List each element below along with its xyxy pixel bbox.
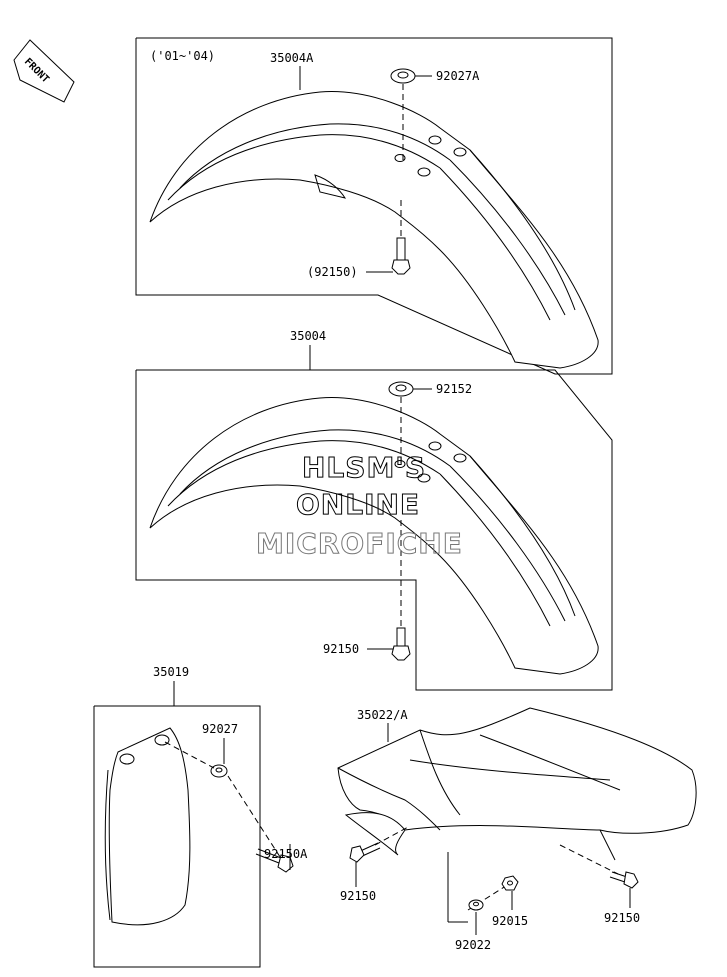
bolt-92150-a bbox=[391, 237, 411, 275]
callout-92150a[interactable]: 92150A bbox=[264, 847, 308, 861]
bolt-92150-d bbox=[609, 871, 639, 889]
rear-fender-35022a bbox=[337, 707, 697, 861]
callout-92150-paren[interactable]: (92150) bbox=[307, 265, 358, 279]
rear-fender-group: 35022/A 92150 92022 bbox=[337, 707, 697, 952]
bolt-92150-c bbox=[349, 842, 381, 863]
callout-92022[interactable]: 92022 bbox=[455, 938, 491, 952]
collar-92022 bbox=[468, 899, 484, 911]
callout-92150-d[interactable]: 92150 bbox=[604, 911, 640, 925]
part-number-35004[interactable]: 35004 bbox=[290, 329, 326, 343]
callout-92152[interactable]: 92152 bbox=[436, 382, 472, 396]
front-fender-35004a bbox=[149, 91, 599, 369]
callout-92150-c[interactable]: 92150 bbox=[340, 889, 376, 903]
group-frame bbox=[135, 369, 613, 691]
collar-92152 bbox=[388, 381, 414, 397]
group-frame bbox=[93, 705, 261, 968]
callout-92027[interactable]: 92027 bbox=[202, 722, 238, 736]
part-number-35022a[interactable]: 35022/A bbox=[357, 708, 408, 722]
nut-92015 bbox=[501, 875, 519, 891]
part-number-35004a[interactable]: 35004A bbox=[270, 51, 314, 65]
front-direction-arrow: FRONT bbox=[13, 39, 75, 103]
watermark: HLSM'S ONLINE MICROFICHE bbox=[256, 451, 463, 561]
callout-92027a[interactable]: 92027A bbox=[436, 69, 480, 83]
year-range-label: ('01~'04) bbox=[150, 49, 215, 63]
fender-2001-2004-group: ('01~'04) 35004A 92027A bbox=[135, 37, 613, 375]
fender-standard-group: 35004 92152 92150 bbox=[135, 329, 613, 691]
callout-92150-b[interactable]: 92150 bbox=[323, 642, 359, 656]
part-number-35019[interactable]: 35019 bbox=[153, 665, 189, 679]
mud-flap-group: 35019 92027 92150A bbox=[93, 665, 308, 968]
mud-flap-35019 bbox=[104, 727, 191, 926]
callout-92015[interactable]: 92015 bbox=[492, 914, 528, 928]
bolt-92150-b bbox=[391, 627, 411, 661]
front-fender-35004 bbox=[149, 397, 599, 675]
group-frame bbox=[135, 37, 613, 375]
collar-92027 bbox=[210, 764, 228, 778]
watermark-line-2: ONLINE bbox=[296, 488, 420, 521]
watermark-line-1: HLSM'S bbox=[302, 451, 426, 484]
collar-92027a bbox=[390, 68, 416, 84]
watermark-line-3: MICROFICHE bbox=[256, 527, 463, 560]
